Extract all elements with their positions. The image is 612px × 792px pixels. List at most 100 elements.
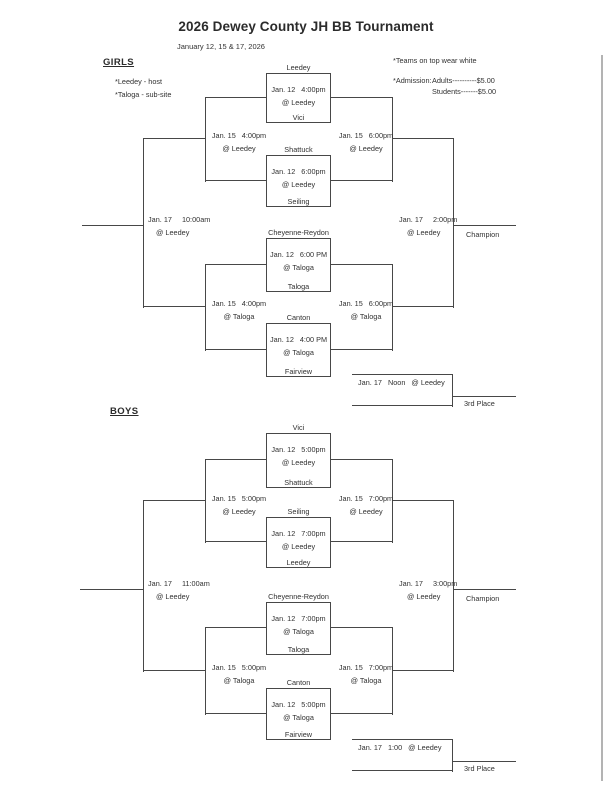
semifinal-label: Jan. 15 4:00pm @ Leedey bbox=[210, 131, 268, 153]
game-box: Jan. 12 4:00pm @ Leedey bbox=[266, 73, 331, 123]
game-datetime: Jan. 12 7:00pm bbox=[271, 529, 325, 538]
team-name: Canton bbox=[286, 313, 311, 322]
game-datetime: Jan. 15 6:00pm bbox=[337, 299, 395, 308]
game-date: Jan. 17 bbox=[399, 579, 423, 588]
semifinal-label: Jan. 15 6:00pm @ Taloga bbox=[337, 299, 395, 321]
game-time: 6:00pm bbox=[301, 167, 326, 176]
game-venue: @ Leedey bbox=[281, 542, 316, 551]
teams-note: *Teams on top wear white bbox=[393, 56, 477, 65]
bracket-line bbox=[205, 627, 266, 629]
bracket-line bbox=[205, 459, 207, 543]
semifinal-label: Jan. 15 5:00pm @ Taloga bbox=[210, 663, 268, 685]
game-box: Jan. 12 7:00pm @ Leedey bbox=[266, 517, 331, 568]
game-datetime: Jan. 15 6:00pm bbox=[337, 131, 395, 140]
team-name: Fairview bbox=[284, 367, 313, 376]
semifinal-label: Jan. 15 7:00pm @ Taloga bbox=[337, 663, 395, 685]
game-datetime: Jan. 15 4:00pm bbox=[210, 131, 268, 140]
team-name: Cheyenne-Reydon bbox=[268, 228, 329, 237]
bracket-line bbox=[452, 739, 454, 772]
game-date: Jan. 12 bbox=[269, 335, 294, 344]
section-heading-boys: BOYS bbox=[110, 406, 139, 417]
bracket-line bbox=[331, 713, 392, 715]
semifinal-label: Jan. 15 5:00pm @ Leedey bbox=[210, 494, 268, 516]
game-venue: @ Leedey bbox=[222, 507, 256, 516]
team-name: Vici bbox=[292, 113, 305, 122]
team-name: Canton bbox=[286, 678, 311, 687]
game-date: Jan. 12 bbox=[269, 250, 294, 259]
game-venue: @ Leedey bbox=[411, 378, 445, 387]
championship-label: Jan. 17 3:00pm @ Leedey bbox=[399, 579, 457, 601]
team-name: Leedey bbox=[286, 558, 311, 567]
bracket-line bbox=[205, 97, 207, 182]
game-venue: @ Leedey bbox=[281, 180, 316, 189]
game-datetime: Jan. 12 7:00pm bbox=[271, 614, 325, 623]
game-time: 5:00pm bbox=[241, 663, 267, 672]
game-datetime: Jan. 12 4:00 PM bbox=[270, 335, 327, 344]
consolation-final-label: Jan. 17 11:00am @ Leedey bbox=[148, 579, 210, 601]
game-datetime: Jan. 17 11:00am bbox=[148, 579, 210, 588]
game-datetime: Jan. 15 5:00pm bbox=[210, 663, 268, 672]
game-venue: @ Leedey bbox=[156, 592, 190, 601]
game-box: Jan. 12 4:00 PM @ Taloga bbox=[266, 323, 331, 377]
game-venue: @ Leedey bbox=[281, 98, 316, 107]
game-date: Jan. 15 bbox=[211, 663, 236, 672]
game-time: 4:00pm bbox=[241, 299, 267, 308]
game-date: Jan. 15 bbox=[338, 131, 363, 140]
game-time: 6:00 PM bbox=[299, 250, 328, 259]
bracket-line bbox=[205, 459, 266, 461]
game-venue: @ Taloga bbox=[223, 312, 255, 321]
game-time: Noon bbox=[387, 378, 406, 387]
team-name: Shattuck bbox=[284, 478, 313, 487]
game-venue: @ Leedey bbox=[407, 228, 441, 237]
consolation-final-label: Jan. 17 10:00am @ Leedey bbox=[148, 215, 210, 237]
bracket-line bbox=[452, 374, 454, 407]
game-time: 1:00 bbox=[387, 743, 403, 752]
game-box: Jan. 12 5:00pm @ Leedey bbox=[266, 433, 331, 488]
game-date: Jan. 15 bbox=[338, 663, 363, 672]
game-date: Jan. 12 bbox=[271, 85, 296, 94]
page-title: 2026 Dewey County JH BB Tournament bbox=[178, 19, 434, 34]
bracket-line bbox=[331, 180, 392, 182]
game-time: 4:00pm bbox=[301, 85, 326, 94]
bracket-line bbox=[453, 500, 455, 672]
team-name: Cheyenne-Reydon bbox=[268, 592, 329, 601]
game-date: Jan. 17 bbox=[358, 743, 382, 752]
game-time: 6:00pm bbox=[368, 131, 394, 140]
admission-adults: Adults----------$5.00 bbox=[432, 76, 495, 85]
game-time: 7:00pm bbox=[301, 529, 326, 538]
game-time: 10:00am bbox=[181, 215, 211, 224]
game-date: Jan. 12 bbox=[271, 167, 296, 176]
bracket-line bbox=[143, 138, 205, 140]
game-time: 4:00 PM bbox=[299, 335, 328, 344]
game-time: 7:00pm bbox=[301, 614, 326, 623]
bracket-line bbox=[392, 500, 453, 502]
bracket-line bbox=[143, 500, 205, 502]
bracket-line bbox=[392, 138, 453, 140]
game-time: 7:00pm bbox=[368, 494, 394, 503]
game-datetime: Jan. 15 7:00pm bbox=[337, 663, 395, 672]
champion-line bbox=[453, 225, 516, 227]
team-name: Seiling bbox=[287, 507, 310, 516]
game-time: 11:00am bbox=[181, 579, 210, 588]
game-box: Jan. 12 6:00pm @ Leedey bbox=[266, 155, 331, 207]
game-datetime: Jan. 15 5:00pm bbox=[210, 494, 268, 503]
game-time: 5:00pm bbox=[241, 494, 267, 503]
game-time: 5:00pm bbox=[301, 445, 326, 454]
champion-result-label: Champion bbox=[466, 594, 500, 603]
team-name: Taloga bbox=[287, 645, 310, 654]
game-date: Jan. 15 bbox=[211, 494, 236, 503]
bracket-line bbox=[205, 264, 207, 351]
game-datetime: Jan. 12 5:00pm bbox=[271, 445, 325, 454]
subsite-note: *Taloga - sub-site bbox=[115, 90, 172, 99]
bracket-line bbox=[331, 264, 392, 266]
game-time: 5:00pm bbox=[301, 700, 326, 709]
bracket-line bbox=[392, 264, 394, 351]
bracket-line bbox=[205, 180, 266, 182]
bracket-line bbox=[331, 541, 392, 543]
scan-edge-artifact bbox=[601, 55, 603, 781]
game-venue: @ Taloga bbox=[283, 627, 314, 636]
team-name: Taloga bbox=[287, 282, 310, 291]
game-datetime: Jan. 15 4:00pm bbox=[210, 299, 268, 308]
game-time: 6:00pm bbox=[368, 299, 394, 308]
host-note: *Leedey - host bbox=[115, 77, 163, 86]
